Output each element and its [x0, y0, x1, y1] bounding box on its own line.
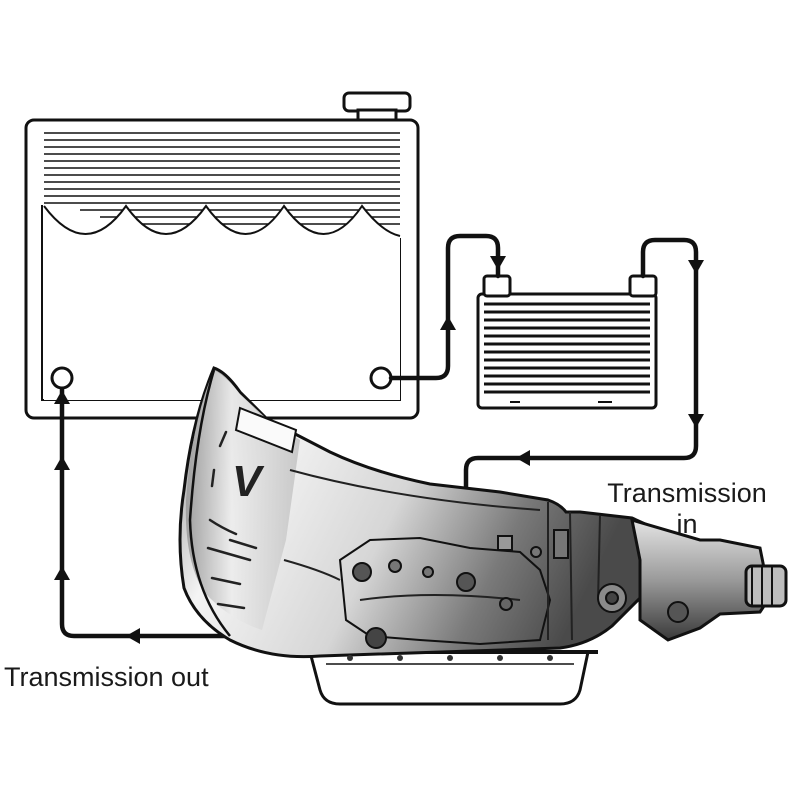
radiator-fins: [44, 132, 400, 225]
radiator: [24, 91, 420, 420]
flow-arrow: [440, 316, 456, 330]
line-cooler-to-transmission: [463, 237, 699, 503]
bolt: [499, 597, 513, 611]
cooler-fins: [484, 302, 650, 394]
transmission-case-mark: V: [232, 457, 265, 506]
cooler-lines: [59, 233, 699, 639]
transmission-ridges: [283, 469, 601, 641]
radiator-filler-cap: [342, 91, 412, 113]
transmission-output-yoke: [744, 564, 788, 608]
fitting: [497, 535, 513, 551]
transmission-tail-housing: [630, 517, 770, 642]
transmission-in-label-line2: in: [676, 509, 698, 539]
transmission-out-label: Transmission out: [4, 662, 209, 692]
transmission-in-label: Transmission in: [598, 480, 776, 538]
transmission-bolts: [352, 529, 689, 649]
cooler-fitting-right: [628, 274, 658, 298]
radiator-outlet-port: [50, 366, 74, 390]
bolt: [605, 591, 619, 605]
transmission-in-label-line1: Transmission: [607, 478, 767, 508]
bolt: [422, 566, 434, 578]
bolt: [456, 572, 476, 592]
oil-pan-bolts: [347, 655, 553, 661]
transmission: V: [178, 366, 788, 706]
auxiliary-cooler: [476, 274, 658, 410]
bolt: [530, 546, 542, 558]
cooler-fitting-left: [482, 274, 512, 298]
flow-arrow: [688, 260, 704, 274]
flow-arrow: [126, 628, 140, 644]
line-radiator-to-cooler: [388, 233, 501, 381]
flow-arrow: [516, 450, 530, 466]
radiator-inlet-port: [369, 366, 393, 390]
line-transmission-to-radiator: [59, 387, 293, 639]
bolt: [365, 627, 387, 649]
flow-arrow: [688, 414, 704, 428]
bell-housing-details: [206, 430, 258, 610]
flow-arrow: [54, 456, 70, 470]
fitting: [553, 529, 569, 559]
bolt: [388, 559, 402, 573]
flow-arrows: [54, 256, 704, 644]
transmission-label-plate: [234, 406, 298, 454]
bolt: [352, 562, 372, 582]
flow-arrow: [490, 256, 506, 270]
flow-arrow: [54, 566, 70, 580]
transmission-oil-pan: [308, 650, 590, 706]
flow-arrow: [54, 390, 70, 404]
radiator-coolant-surface: [44, 206, 400, 400]
bolt: [667, 601, 689, 623]
